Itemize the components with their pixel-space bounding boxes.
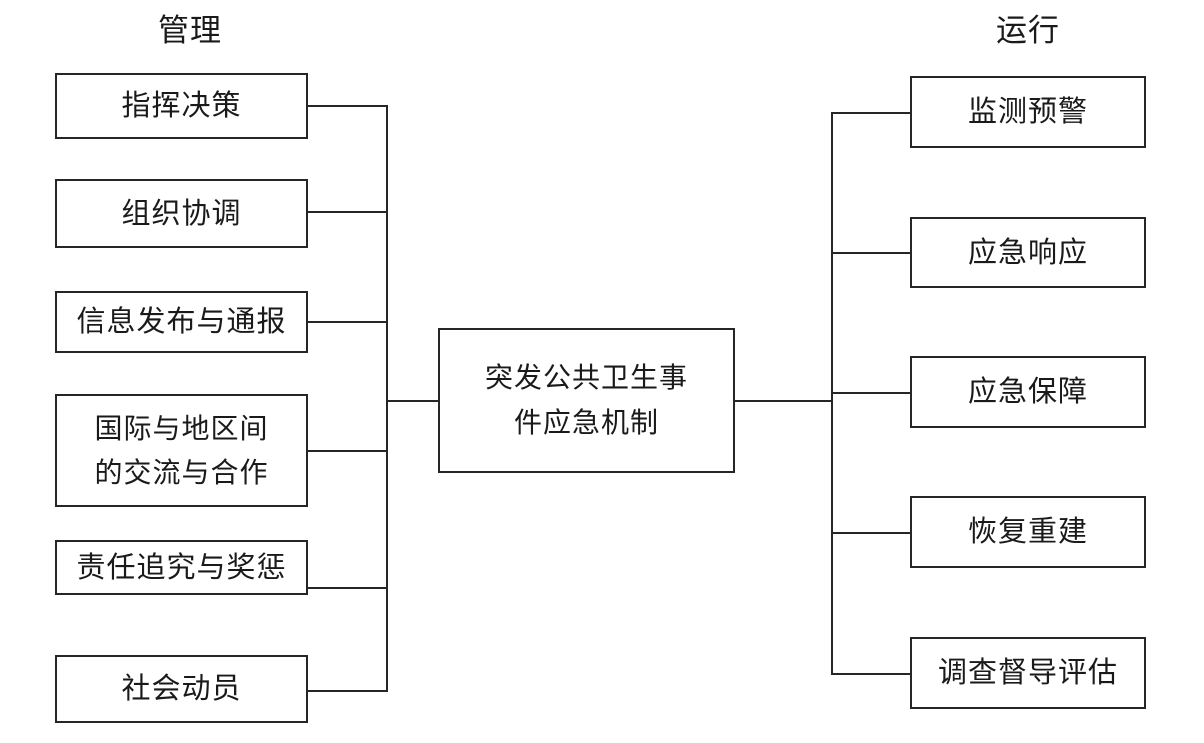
node-right-3-label: 应急保障 xyxy=(967,374,1088,409)
node-right-5-label: 调查督导评估 xyxy=(937,655,1118,690)
node-right-3[interactable]: 应急保障 xyxy=(910,356,1146,428)
node-center[interactable]: 突发公共卫生事 件应急机制 xyxy=(438,328,735,473)
node-left-3-label: 信息发布与通报 xyxy=(76,304,287,339)
connector-center-to-right-trunk xyxy=(733,400,833,402)
connector-right-1 xyxy=(831,112,912,114)
node-left-5-label: 责任追究与奖惩 xyxy=(76,549,287,584)
connector-right-2 xyxy=(831,252,912,254)
node-left-2[interactable]: 组织协调 xyxy=(55,179,308,248)
connector-left-2 xyxy=(307,211,388,213)
node-left-4-line-2: 的交流与合作 xyxy=(94,455,269,489)
node-left-4[interactable]: 国际与地区间 的交流与合作 xyxy=(55,394,308,507)
node-right-1[interactable]: 监测预警 xyxy=(910,76,1146,148)
node-center-label: 突发公共卫生事 件应急机制 xyxy=(444,356,729,446)
connector-left-5 xyxy=(307,587,388,589)
node-left-4-label: 国际与地区间 的交流与合作 xyxy=(61,407,302,494)
node-center-line-2: 件应急机制 xyxy=(513,405,659,439)
right-branch-heading: 运行 xyxy=(996,13,1060,49)
connector-right-3 xyxy=(831,392,912,394)
connector-left-3 xyxy=(307,321,388,323)
node-left-4-line-1: 国际与地区间 xyxy=(94,412,269,446)
connector-right-5 xyxy=(831,673,912,675)
node-left-5[interactable]: 责任追究与奖惩 xyxy=(55,540,308,595)
node-center-line-1: 突发公共卫生事 xyxy=(484,360,688,394)
node-right-4[interactable]: 恢复重建 xyxy=(910,496,1146,568)
node-left-6[interactable]: 社会动员 xyxy=(55,655,308,723)
node-left-1[interactable]: 指挥决策 xyxy=(55,73,308,139)
node-left-3[interactable]: 信息发布与通报 xyxy=(55,291,308,353)
connector-right-4 xyxy=(831,532,912,534)
left-branch-heading: 管理 xyxy=(158,13,222,49)
node-right-1-label: 监测预警 xyxy=(967,94,1088,129)
node-right-4-label: 恢复重建 xyxy=(967,514,1088,549)
connector-left-6 xyxy=(307,690,388,692)
node-right-2-label: 应急响应 xyxy=(967,234,1088,269)
connector-left-4 xyxy=(307,450,388,452)
connector-left-1 xyxy=(307,105,388,107)
node-left-6-label: 社会动员 xyxy=(121,671,242,706)
left-trunk-vertical xyxy=(386,105,388,690)
node-right-5[interactable]: 调查督导评估 xyxy=(910,637,1146,709)
connector-left-trunk-to-center xyxy=(386,400,440,402)
node-left-1-label: 指挥决策 xyxy=(121,88,242,123)
node-left-2-label: 组织协调 xyxy=(121,195,242,230)
node-right-2[interactable]: 应急响应 xyxy=(910,217,1146,288)
